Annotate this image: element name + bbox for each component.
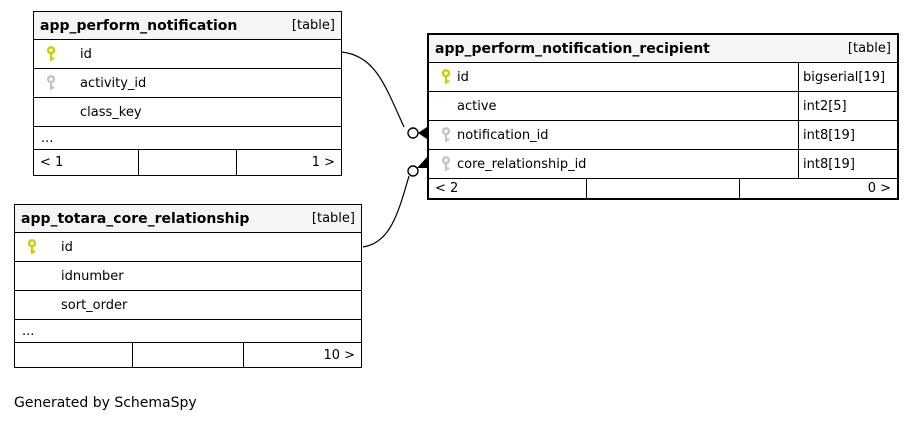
table-node-app-totara-core-relationship[interactable]: app_totara_core_relationship [table] id … <box>14 204 362 368</box>
column-row: active int2[5] <box>429 92 897 121</box>
column-row: id bigserial[19] <box>429 63 897 92</box>
footer-child-count: 0 > <box>867 181 891 196</box>
footer-middle-cell <box>133 343 245 367</box>
edge-arrowhead-icon <box>417 157 427 168</box>
ellipsis-row: ... <box>34 127 341 150</box>
table-name: app_perform_notification_recipient <box>435 40 710 57</box>
primary-key-icon <box>46 46 56 62</box>
table-name: app_perform_notification <box>40 17 238 34</box>
foreign-key-icon <box>46 75 56 91</box>
footer-middle-cell <box>139 150 238 175</box>
table-name: app_totara_core_relationship <box>21 210 250 227</box>
column-name: activity_id <box>80 75 147 91</box>
table-footer: < 1 1 > <box>34 150 341 175</box>
column-name: active <box>457 98 497 114</box>
column-row: core_relationship_id int8[19] <box>429 150 897 179</box>
column-name: sort_order <box>61 297 128 313</box>
column-row: class_key <box>34 98 341 127</box>
primary-key-icon <box>441 69 451 85</box>
column-row: activity_id <box>34 69 341 98</box>
edge-core-relationship-id <box>362 157 427 248</box>
table-tag: [table] <box>847 41 891 56</box>
column-name: id <box>457 69 469 85</box>
column-type: int2[5] <box>798 92 897 120</box>
foreign-key-icon <box>441 127 451 143</box>
column-name: id <box>80 46 92 62</box>
column-row: idnumber <box>15 262 361 291</box>
table-node-app-perform-notification[interactable]: app_perform_notification [table] id acti… <box>33 11 342 176</box>
column-name: notification_id <box>457 127 549 143</box>
column-row: notification_id int8[19] <box>429 121 897 150</box>
column-row: id <box>34 40 341 69</box>
column-type: bigserial[19] <box>798 63 897 91</box>
column-row: sort_order <box>15 291 361 320</box>
column-name: class_key <box>80 104 142 120</box>
footer-parent-count: < 1 <box>34 150 139 175</box>
table-tag: [table] <box>291 18 335 33</box>
zero-or-one-circle-icon <box>407 165 419 177</box>
column-name: id <box>61 239 73 255</box>
footer-parent-count <box>15 343 133 367</box>
zero-or-one-circle-icon <box>407 127 419 139</box>
table-header[interactable]: app_perform_notification [table] <box>34 12 341 40</box>
table-footer: 10 > <box>15 343 361 367</box>
table-header[interactable]: app_perform_notification_recipient [tabl… <box>429 35 897 63</box>
foreign-key-icon <box>441 156 451 172</box>
footer-middle-cell <box>587 179 740 198</box>
column-row: id <box>15 233 361 262</box>
table-node-app-perform-notification-recipient[interactable]: app_perform_notification_recipient [tabl… <box>427 33 899 200</box>
footer-child-count: 10 > <box>323 347 356 363</box>
generated-by-note: Generated by SchemaSpy <box>14 395 197 411</box>
footer-parent-count: < 2 <box>429 179 588 198</box>
ellipsis-row: ... <box>15 320 361 343</box>
column-type: int8[19] <box>798 121 897 149</box>
column-type: int8[19] <box>798 150 897 178</box>
table-footer: < 2 0 > <box>429 179 897 198</box>
edge-notification-id <box>340 51 427 139</box>
column-name: core_relationship_id <box>457 156 587 172</box>
table-header[interactable]: app_totara_core_relationship [table] <box>15 205 361 233</box>
primary-key-icon <box>27 239 37 255</box>
footer-child-count: 1 > <box>311 155 336 170</box>
edge-arrowhead-icon <box>418 127 427 139</box>
column-name: idnumber <box>61 268 124 284</box>
table-tag: [table] <box>311 211 355 226</box>
